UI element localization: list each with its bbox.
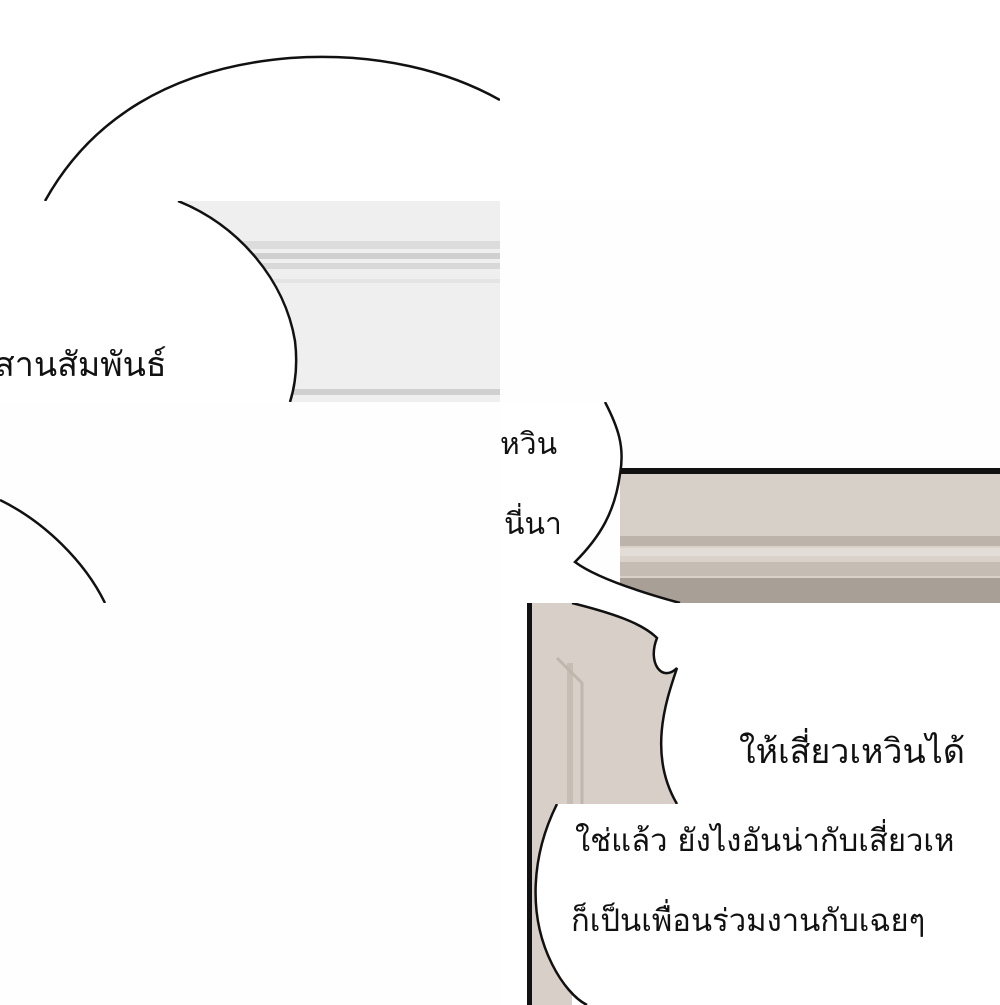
speech-text-2a: หวิน xyxy=(500,427,558,462)
panel-tile-bottom-left-blank xyxy=(0,603,500,1005)
panel-tile-top-left xyxy=(0,0,500,201)
wood-molding-background xyxy=(500,402,1000,603)
panel-tile-wall-bubble: สานสัมพันธ์ xyxy=(0,201,500,402)
speech-text-2b: นี่นา xyxy=(504,507,562,542)
wall-background xyxy=(0,201,500,402)
panel-tile-bottom-bubble: ใช่แล้ว ยังไงอันน่ากับเสี่ยวเห ก็เป็นเพื… xyxy=(527,804,1000,1005)
panel-tile-wood-bubble: หวิน นี่นา xyxy=(500,402,1000,603)
panel-tile-top-right-blank xyxy=(500,201,1000,402)
door-background xyxy=(527,603,1000,804)
speech-text-4b: ก็เป็นเพื่อนร่วมงานกับเฉยๆ xyxy=(571,903,926,939)
panel-tile-left-bubble xyxy=(0,402,500,603)
speech-bubble-outline xyxy=(43,55,500,201)
speech-bubble-outline-left xyxy=(0,498,107,603)
speech-text-1: สานสัมพันธ์ xyxy=(0,345,167,385)
speech-text-4a: ใช่แล้ว ยังไงอันน่ากับเสี่ยวเห xyxy=(575,823,955,859)
panel-tile-door-bubble: ให้เสี่ยวเหวินได้ xyxy=(527,603,1000,804)
speech-bubble-outline-bottom xyxy=(527,804,1000,1005)
speech-text-3: ให้เสี่ยวเหวินได้ xyxy=(739,732,965,772)
